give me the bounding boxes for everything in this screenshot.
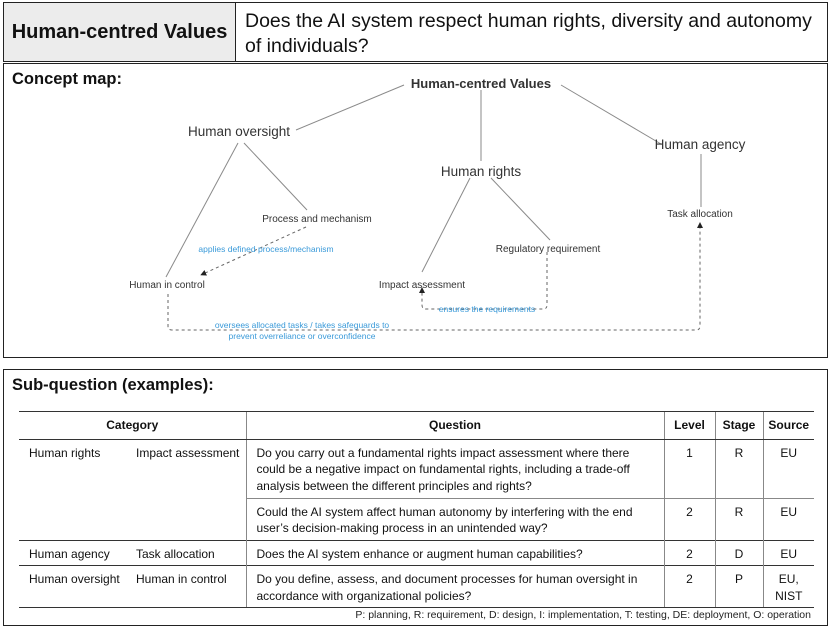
node-root: Human-centred Values [411,76,551,91]
edge-label-oversees-line2: prevent overreliance or overconfidence [229,331,376,341]
link-oversight-process [243,142,308,211]
node-process-mechanism: Process and mechanism [262,214,372,225]
cell-question: Do you carry out a fundamental rights im… [245,439,664,498]
table-row: Could the AI system affect human autonom… [19,497,814,540]
link-rights-regulatory [490,177,551,241]
link-root-oversight [295,84,405,131]
table-row: Human agency Task allocation Does the AI… [19,539,814,566]
node-human-in-control: Human in control [129,280,205,291]
subquestion-label: Sub-question (examples): [12,376,214,394]
page-title: Human-centred Values [4,3,236,61]
edge-label-applies: applies defined process/mechanism [198,244,333,254]
cell-source: EU [762,539,814,566]
concept-arrows [167,222,703,331]
node-regulatory-requirement: Regulatory requirement [496,244,601,255]
cell-stage: D [714,539,763,566]
cell-stage: P [714,565,763,608]
node-impact-assessment: Impact assessment [379,280,465,291]
header-question: Question [245,411,664,440]
concept-links [165,84,702,278]
table-row: Human oversight Human in control Do you … [19,565,814,608]
cell-category: Human agency [19,539,126,566]
cell-level: 2 [663,539,715,566]
concept-map-label: Concept map: [12,70,123,88]
concept-map-panel: Human-centred Values Human oversight Hum… [3,63,828,358]
node-human-agency: Human agency [655,137,746,152]
link-root-agency [560,84,662,145]
cell-stage: R [714,439,763,498]
concept-map-diagram: Human-centred Values Human oversight Hum… [129,76,746,341]
header-source: Source [762,411,814,440]
edge-label-ensures: ensures the requirements [439,304,535,314]
cell-subcategory: Human in control [126,565,246,608]
cell-subcategory: Impact assessment [136,445,240,460]
edge-label-oversees-line1: oversees allocated tasks / takes safegua… [215,320,390,330]
node-human-rights: Human rights [441,164,522,179]
node-human-oversight: Human oversight [188,124,290,139]
cell-category: Human oversight [19,565,126,608]
link-rights-impact [421,177,471,273]
table-row: Human rights Impact assessment Do you ca… [19,439,814,498]
stage-legend: P: planning, R: requirement, D: design, … [355,609,811,621]
cell-source: EU, NIST [762,565,814,608]
arrow-process-to-control [200,226,307,276]
header-level: Level [663,411,715,440]
cell-question: Does the AI system enhance or augment hu… [245,539,664,566]
header-category: Category [19,411,246,440]
arrow-regulatory-to-impact [419,252,548,310]
cell-stage: R [714,497,763,540]
header-stage: Stage [714,411,763,440]
node-task-allocation: Task allocation [667,209,733,220]
subquestion-table: Category Question Level Stage Source Hum… [19,411,814,608]
cell-level: 2 [663,497,715,540]
subquestion-panel: Sub-question (examples): Category Questi… [3,369,828,626]
cell-source: EU [762,497,814,540]
cell-level: 1 [663,439,715,498]
cell-question: Could the AI system affect human autonom… [245,497,664,540]
cell-source: EU [762,439,814,498]
main-question: Does the AI system respect human rights,… [245,10,812,57]
cell-level: 2 [663,565,715,608]
header-bar: Human-centred Values Does the AI system … [3,2,828,62]
cell-subcategory: Task allocation [126,539,246,566]
cell-category: Human rights [29,445,101,460]
arrow-control-to-task [167,222,703,331]
cell-question: Do you define, assess, and document proc… [245,565,664,608]
table-header-row: Category Question Level Stage Source [19,411,814,440]
link-oversight-control [165,142,239,278]
